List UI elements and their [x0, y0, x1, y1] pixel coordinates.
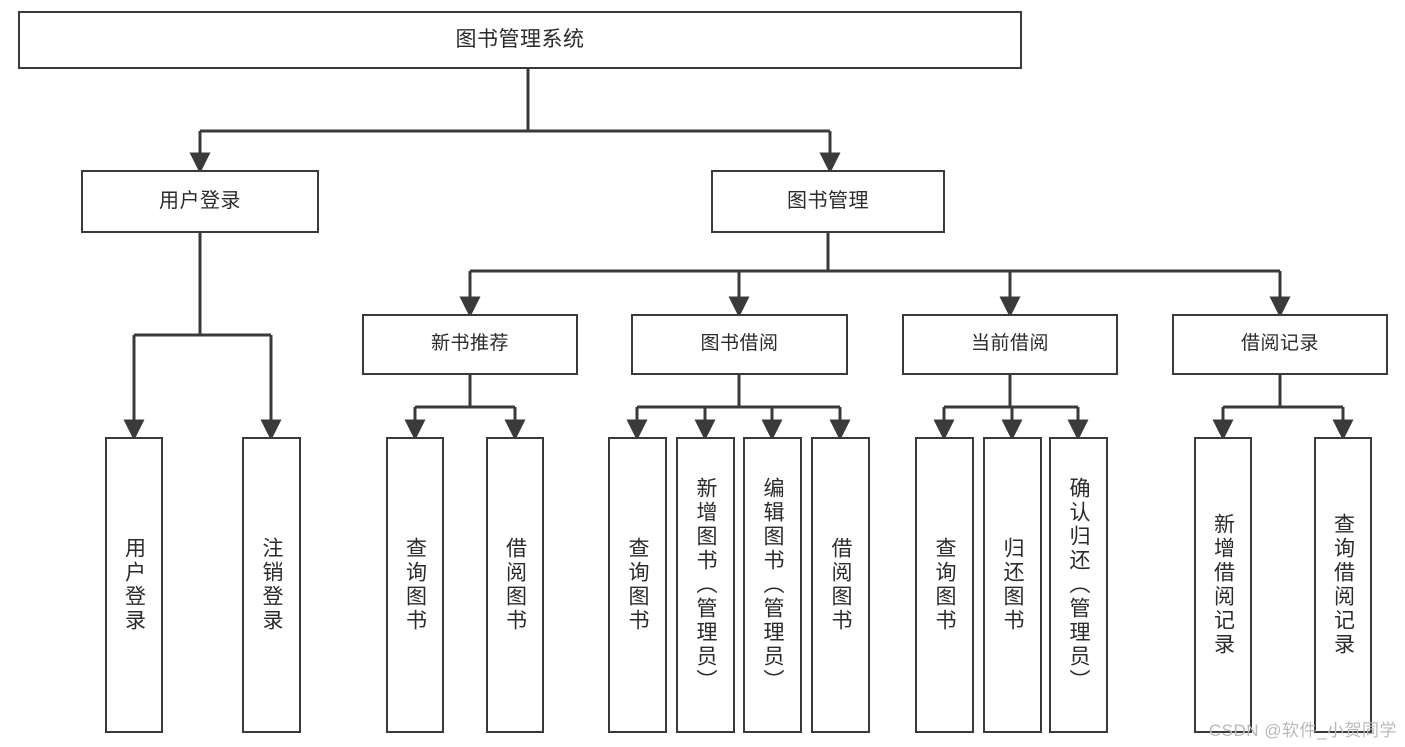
node-user-login[interactable]: 用户登录 — [81, 170, 319, 233]
node-leaf-user-login[interactable]: 用户登录 — [105, 437, 163, 733]
node-root[interactable]: 图书管理系统 — [18, 11, 1022, 69]
node-book-borrow[interactable]: 图书借阅 — [631, 314, 848, 375]
node-leaf-user-login-label: 用户登录 — [122, 537, 146, 633]
node-leaf-edit-book-label: 编辑图书（管理员） — [761, 477, 784, 693]
node-leaf-query-record[interactable]: 查询借阅记录 — [1314, 437, 1372, 733]
node-leaf-query-record-label: 查询借阅记录 — [1331, 513, 1355, 657]
node-leaf-query-book-3-label: 查询图书 — [933, 537, 956, 633]
node-leaf-logout[interactable]: 注销登录 — [242, 437, 301, 733]
node-new-book-recommend[interactable]: 新书推荐 — [362, 314, 578, 375]
node-leaf-borrow-book-1-label: 借阅图书 — [503, 537, 527, 633]
node-user-login-label: 用户登录 — [159, 189, 241, 212]
node-leaf-borrow-book-2-label: 借阅图书 — [829, 537, 852, 633]
node-borrow-record[interactable]: 借阅记录 — [1172, 314, 1388, 375]
node-leaf-add-book[interactable]: 新增图书（管理员） — [676, 437, 735, 733]
node-root-label: 图书管理系统 — [455, 27, 585, 51]
node-leaf-add-record[interactable]: 新增借阅记录 — [1194, 437, 1252, 733]
node-leaf-confirm-return[interactable]: 确认归还（管理员） — [1049, 437, 1108, 733]
node-leaf-query-book-3[interactable]: 查询图书 — [915, 437, 974, 733]
node-current-borrow[interactable]: 当前借阅 — [902, 314, 1118, 375]
node-leaf-return-book-label: 归还图书 — [1001, 537, 1024, 633]
node-leaf-query-book-1-label: 查询图书 — [403, 537, 427, 633]
node-book-management-label: 图书管理 — [787, 189, 869, 212]
node-leaf-return-book[interactable]: 归还图书 — [983, 437, 1042, 733]
node-leaf-logout-label: 注销登录 — [260, 537, 283, 633]
node-leaf-query-book-2[interactable]: 查询图书 — [608, 437, 667, 733]
node-borrow-record-label: 借阅记录 — [1240, 333, 1319, 355]
node-leaf-add-book-label: 新增图书（管理员） — [694, 477, 717, 693]
node-book-borrow-label: 图书借阅 — [700, 333, 779, 355]
node-book-management[interactable]: 图书管理 — [711, 170, 945, 233]
node-leaf-edit-book[interactable]: 编辑图书（管理员） — [743, 437, 802, 733]
node-leaf-query-book-2-label: 查询图书 — [626, 537, 649, 633]
node-leaf-borrow-book-1[interactable]: 借阅图书 — [486, 437, 544, 733]
watermark: CSDN @软件_小贺同学 — [1208, 721, 1397, 740]
node-leaf-confirm-return-label: 确认归还（管理员） — [1067, 477, 1090, 693]
node-leaf-borrow-book-2[interactable]: 借阅图书 — [811, 437, 870, 733]
node-leaf-query-book-1[interactable]: 查询图书 — [386, 437, 444, 733]
node-new-book-recommend-label: 新书推荐 — [430, 333, 509, 355]
node-leaf-add-record-label: 新增借阅记录 — [1211, 513, 1235, 657]
node-current-borrow-label: 当前借阅 — [970, 333, 1049, 355]
